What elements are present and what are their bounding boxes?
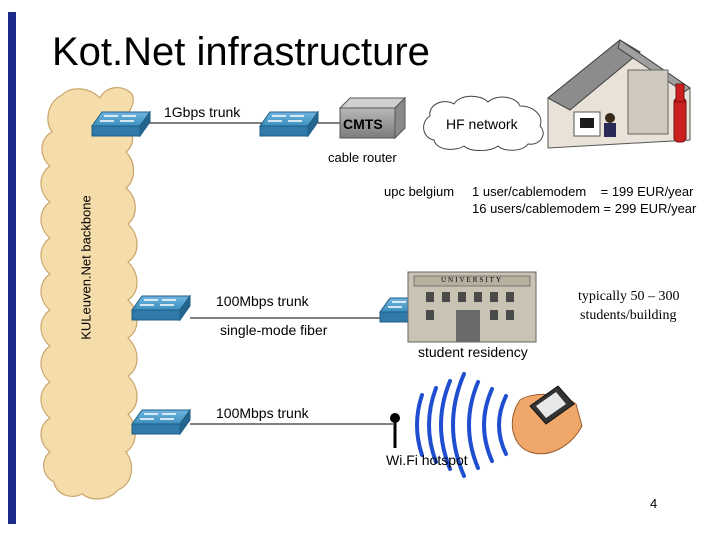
pricing-provider: upc belgium xyxy=(384,184,455,199)
backbone-switch-top xyxy=(91,111,151,137)
bottom-trunk-label: 100Mbps trunk xyxy=(216,405,309,421)
university-sign: UNIVERSITY xyxy=(441,276,503,284)
trunk-switch-top xyxy=(259,111,319,137)
handheld-device xyxy=(511,385,583,455)
pricing-line-1: 1 user/cablemodem = 199 EUR/year xyxy=(472,184,694,199)
backbone-switch-middle xyxy=(131,295,191,321)
students-note-line-2: students/building xyxy=(580,308,677,323)
cable-router-label: cable router xyxy=(328,150,397,165)
backbone-label: KULeuven.Net backbone xyxy=(78,195,94,340)
residency-label: student residency xyxy=(418,344,528,360)
wifi-antenna xyxy=(390,413,400,448)
accent-bar xyxy=(8,12,16,524)
students-note-line-1: typically 50 – 300 xyxy=(578,289,680,304)
hf-network-cloud xyxy=(423,95,544,151)
backbone-cloud xyxy=(40,87,138,500)
fiber-label: single-mode fiber xyxy=(220,322,328,338)
cmts-device xyxy=(338,96,407,140)
slide-title: Kot.Net infrastructure xyxy=(52,30,430,74)
top-trunk-label: 1Gbps trunk xyxy=(164,104,241,120)
cmts-label: CMTS xyxy=(343,116,383,132)
wifi-waves xyxy=(415,372,508,478)
hf-network-label: HF network xyxy=(446,116,518,132)
page-number: 4 xyxy=(650,496,658,511)
pricing-line-2: 16 users/cablemodem = 299 EUR/year xyxy=(472,201,697,216)
backbone-switch-bottom xyxy=(131,409,191,435)
university-building xyxy=(407,271,537,343)
middle-trunk-label: 100Mbps trunk xyxy=(216,293,309,309)
wifi-hotspot-label: Wi.Fi hotspot xyxy=(386,452,468,468)
house-illustration xyxy=(547,39,691,149)
